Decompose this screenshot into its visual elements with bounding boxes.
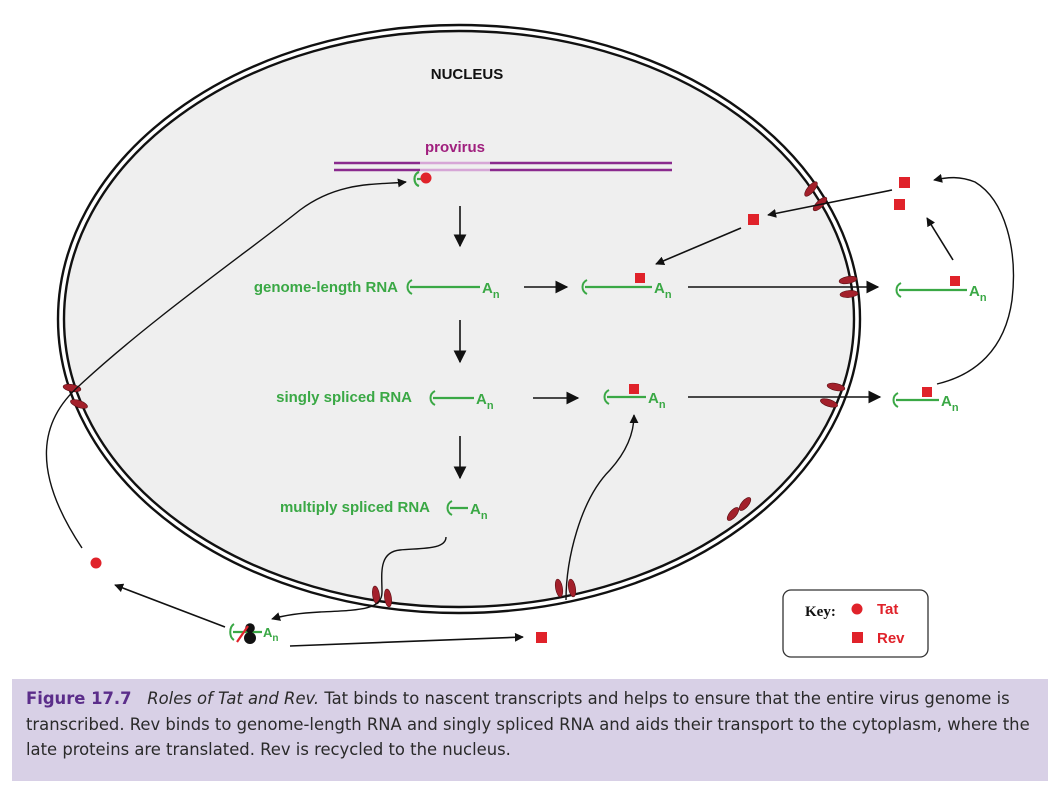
pathway-arrows [114, 189, 954, 647]
polyA-label: An [941, 393, 959, 414]
figure-caption-text: Tat binds to nascent transcripts and hel… [26, 689, 1030, 759]
polyA-label: An [654, 280, 672, 301]
tat-on-transcript [420, 172, 432, 184]
transport-curves [45, 173, 1015, 621]
polyA-label: An [648, 390, 666, 411]
rna-singly-spliced-rev: An [603, 389, 666, 411]
provirus-dna [334, 161, 672, 172]
rev-proteins [536, 177, 960, 643]
polyA-label: An [482, 280, 500, 301]
key-tat-symbol [851, 603, 863, 615]
ribosome-rna-polyA: An [263, 625, 279, 644]
key-rev-symbol [852, 632, 863, 643]
genome-length-rna-label: genome-length RNA [254, 279, 398, 296]
polyA-label: An [476, 391, 494, 412]
nucleus [56, 23, 862, 615]
key-title: Key: [805, 604, 836, 620]
rna-singly-spliced: An [429, 390, 494, 412]
rna-genome-length-rev: An [581, 279, 672, 301]
rna-genome-length-cytoplasm: An [895, 282, 987, 304]
polyA-label: An [470, 501, 488, 522]
singly-spliced-rna-label: singly spliced RNA [276, 389, 412, 406]
key-rev-label: Rev [877, 630, 905, 647]
provirus-label: provirus [425, 139, 485, 156]
rna-genome-length: An [406, 279, 500, 301]
figure-title: Roles of Tat and Rev. [147, 689, 320, 708]
key-tat-label: Tat [877, 601, 898, 618]
tat-cytoplasm [90, 557, 102, 569]
ribosome [229, 623, 262, 644]
key-box: Key: Tat Rev [782, 589, 929, 658]
rna-singly-spliced-cytoplasm: An [892, 392, 959, 414]
nuclear-pores [62, 181, 859, 608]
figure-caption: Figure 17.7 Roles of Tat and Rev. Tat bi… [12, 679, 1048, 781]
multiply-spliced-rna-label: multiply spliced RNA [280, 499, 430, 516]
figure-number: Figure 17.7 [26, 689, 132, 708]
nucleus-label: NUCLEUS [431, 66, 504, 83]
tat-rev-diagram: NUCLEUS provirus genome-length RNA singl… [45, 23, 1015, 658]
rna-multiply-spliced: An [446, 500, 488, 522]
polyA-label: An [969, 283, 987, 304]
